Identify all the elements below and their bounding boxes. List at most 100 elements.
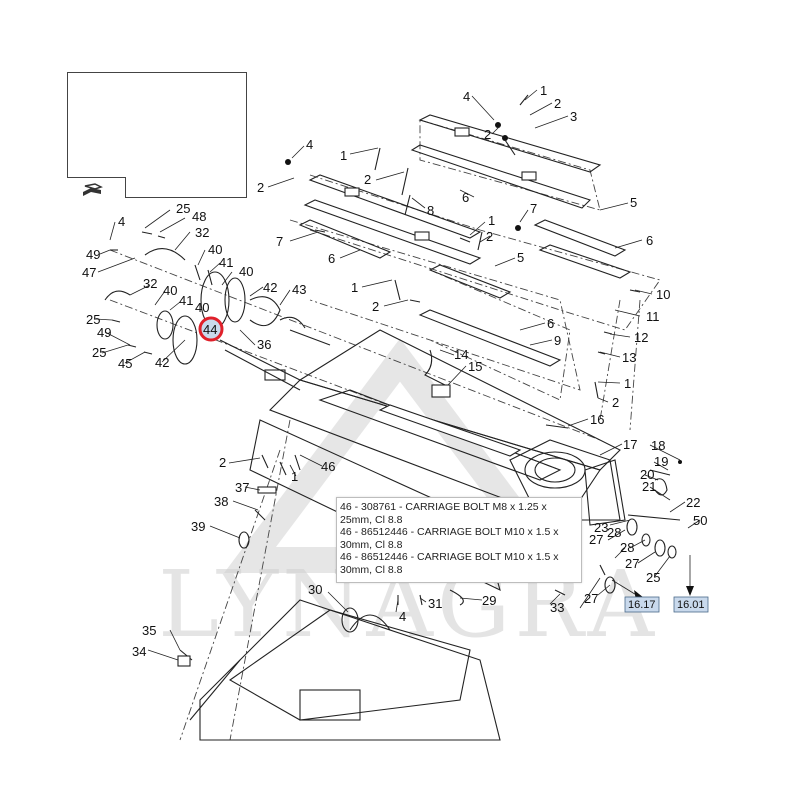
callout-labels: 1 1 1 1 1 1 1 2 2 2 2 2 2 2 2 3 4 4 4 4 …	[82, 83, 707, 659]
lower-frame	[189, 599, 501, 741]
callout-label: 2	[612, 395, 619, 410]
callout-label: 28	[620, 540, 634, 555]
callout-label: 17	[623, 437, 637, 452]
callout-label: 16	[590, 412, 604, 427]
reference-link-16-17[interactable]: 16.17	[624, 596, 660, 613]
overview-panel	[67, 72, 247, 198]
callout-label: 29	[482, 593, 496, 608]
plates	[298, 114, 632, 457]
tooltip-line: 46 - 86512446 - CARRIAGE BOLT M10 x 1.5 …	[340, 526, 559, 551]
callout-label: 4	[463, 89, 470, 104]
reference-boxes: 16.17 16.01	[624, 596, 709, 613]
callout-label: 42	[263, 280, 277, 295]
reference-label: 16.17	[628, 599, 656, 611]
callout-label: 47	[82, 265, 96, 280]
callout-label: 31	[428, 596, 442, 611]
callout-label: 6	[547, 316, 554, 331]
leader-lines	[94, 89, 701, 661]
callout-label: 30	[308, 582, 322, 597]
callout-label: 39	[191, 519, 205, 534]
callout-label: 40	[163, 283, 177, 298]
callout-label: 11	[646, 309, 660, 324]
callout-label: 38	[214, 494, 228, 509]
reference-link-16-01[interactable]: 16.01	[673, 596, 709, 613]
callout-label: 1	[488, 213, 495, 228]
highlighted-callout-44[interactable]	[198, 316, 224, 342]
highlight-ring	[198, 316, 224, 342]
callout-label: 49	[97, 325, 111, 340]
callout-label: 5	[517, 250, 524, 265]
callout-label: 7	[530, 201, 537, 216]
callout-label: 40	[195, 300, 209, 315]
callout-label: 2	[219, 455, 226, 470]
callout-label: 2	[372, 299, 379, 314]
navigation-tab[interactable]	[67, 177, 126, 198]
callout-label: 1	[624, 376, 631, 391]
callout-label: 15	[468, 359, 482, 374]
callout-label: 4	[118, 214, 125, 229]
callout-label: 40	[239, 264, 253, 279]
callout-label: 9	[554, 333, 561, 348]
callout-label: 1	[291, 469, 298, 484]
callout-44-label[interactable]: 44	[203, 322, 217, 337]
callout-label: 48	[192, 209, 206, 224]
callout-label: 34	[132, 644, 146, 659]
callout-label: 37	[235, 480, 249, 495]
callout-label: 25	[646, 570, 660, 585]
tooltip-line: 46 - 86512446 - CARRIAGE BOLT M10 x 1.5 …	[340, 551, 559, 576]
callout-label: 13	[622, 350, 636, 365]
callout-label: 3	[570, 109, 577, 124]
callout-label: 6	[646, 233, 653, 248]
header-frame	[249, 329, 626, 592]
callout-label: 18	[651, 438, 665, 453]
callout-label: 19	[654, 454, 668, 469]
callout-label: 25	[92, 345, 106, 360]
callout-label: 27	[589, 532, 603, 547]
callout-label: 36	[257, 337, 271, 352]
callout-label: 45	[118, 356, 132, 371]
callout-label: 10	[656, 287, 670, 302]
callout-label: 1	[351, 280, 358, 295]
callout-label: 20	[640, 467, 654, 482]
callout-label: 25	[86, 312, 100, 327]
callout-label: 25	[176, 201, 190, 216]
callout-label: 46	[321, 459, 335, 474]
callout-label: 32	[143, 276, 157, 291]
callout-label: 2	[486, 229, 493, 244]
callout-label: 50	[693, 513, 707, 528]
callout-label: 23	[594, 520, 608, 535]
drive-assembly	[104, 248, 331, 391]
tooltip-line: 46 - 308761 - CARRIAGE BOLT M8 x 1.25 x …	[340, 501, 547, 526]
callout-label: 2	[364, 172, 371, 187]
callout-label: 41	[219, 255, 233, 270]
callout-label: 6	[462, 190, 469, 205]
callout-label: 12	[634, 330, 648, 345]
callout-label: 49	[86, 247, 100, 262]
callout-label: 7	[276, 234, 283, 249]
callout-label: 4	[306, 137, 313, 152]
callout-label: 32	[195, 225, 209, 240]
callout-label: 42	[155, 355, 169, 370]
callout-label: 2	[257, 180, 264, 195]
callout-label: 22	[686, 495, 700, 510]
callout-label: 2	[484, 127, 491, 142]
callout-label: 1	[540, 83, 547, 98]
callout-label: 1	[340, 148, 347, 163]
callout-label: 35	[142, 623, 156, 638]
callout-label: 43	[292, 282, 306, 297]
callout-label: 21	[642, 479, 656, 494]
part-tooltip: 46 - 308761 - CARRIAGE BOLT M8 x 1.25 x …	[336, 497, 582, 583]
callout-label: 40	[208, 242, 222, 257]
callout-label: 28	[607, 525, 621, 540]
callout-label: 8	[427, 203, 434, 218]
callout-label: 2	[554, 96, 561, 111]
callout-label: 6	[328, 251, 335, 266]
book-arrow-icon	[83, 183, 103, 196]
callout-label: 4	[399, 609, 406, 624]
callout-label: 33	[550, 600, 564, 615]
callout-label: 41	[179, 293, 193, 308]
callout-label: 5	[630, 195, 637, 210]
callout-label: 27	[625, 556, 639, 571]
callout-label: 14	[454, 347, 468, 362]
reference-label: 16.01	[677, 599, 705, 611]
